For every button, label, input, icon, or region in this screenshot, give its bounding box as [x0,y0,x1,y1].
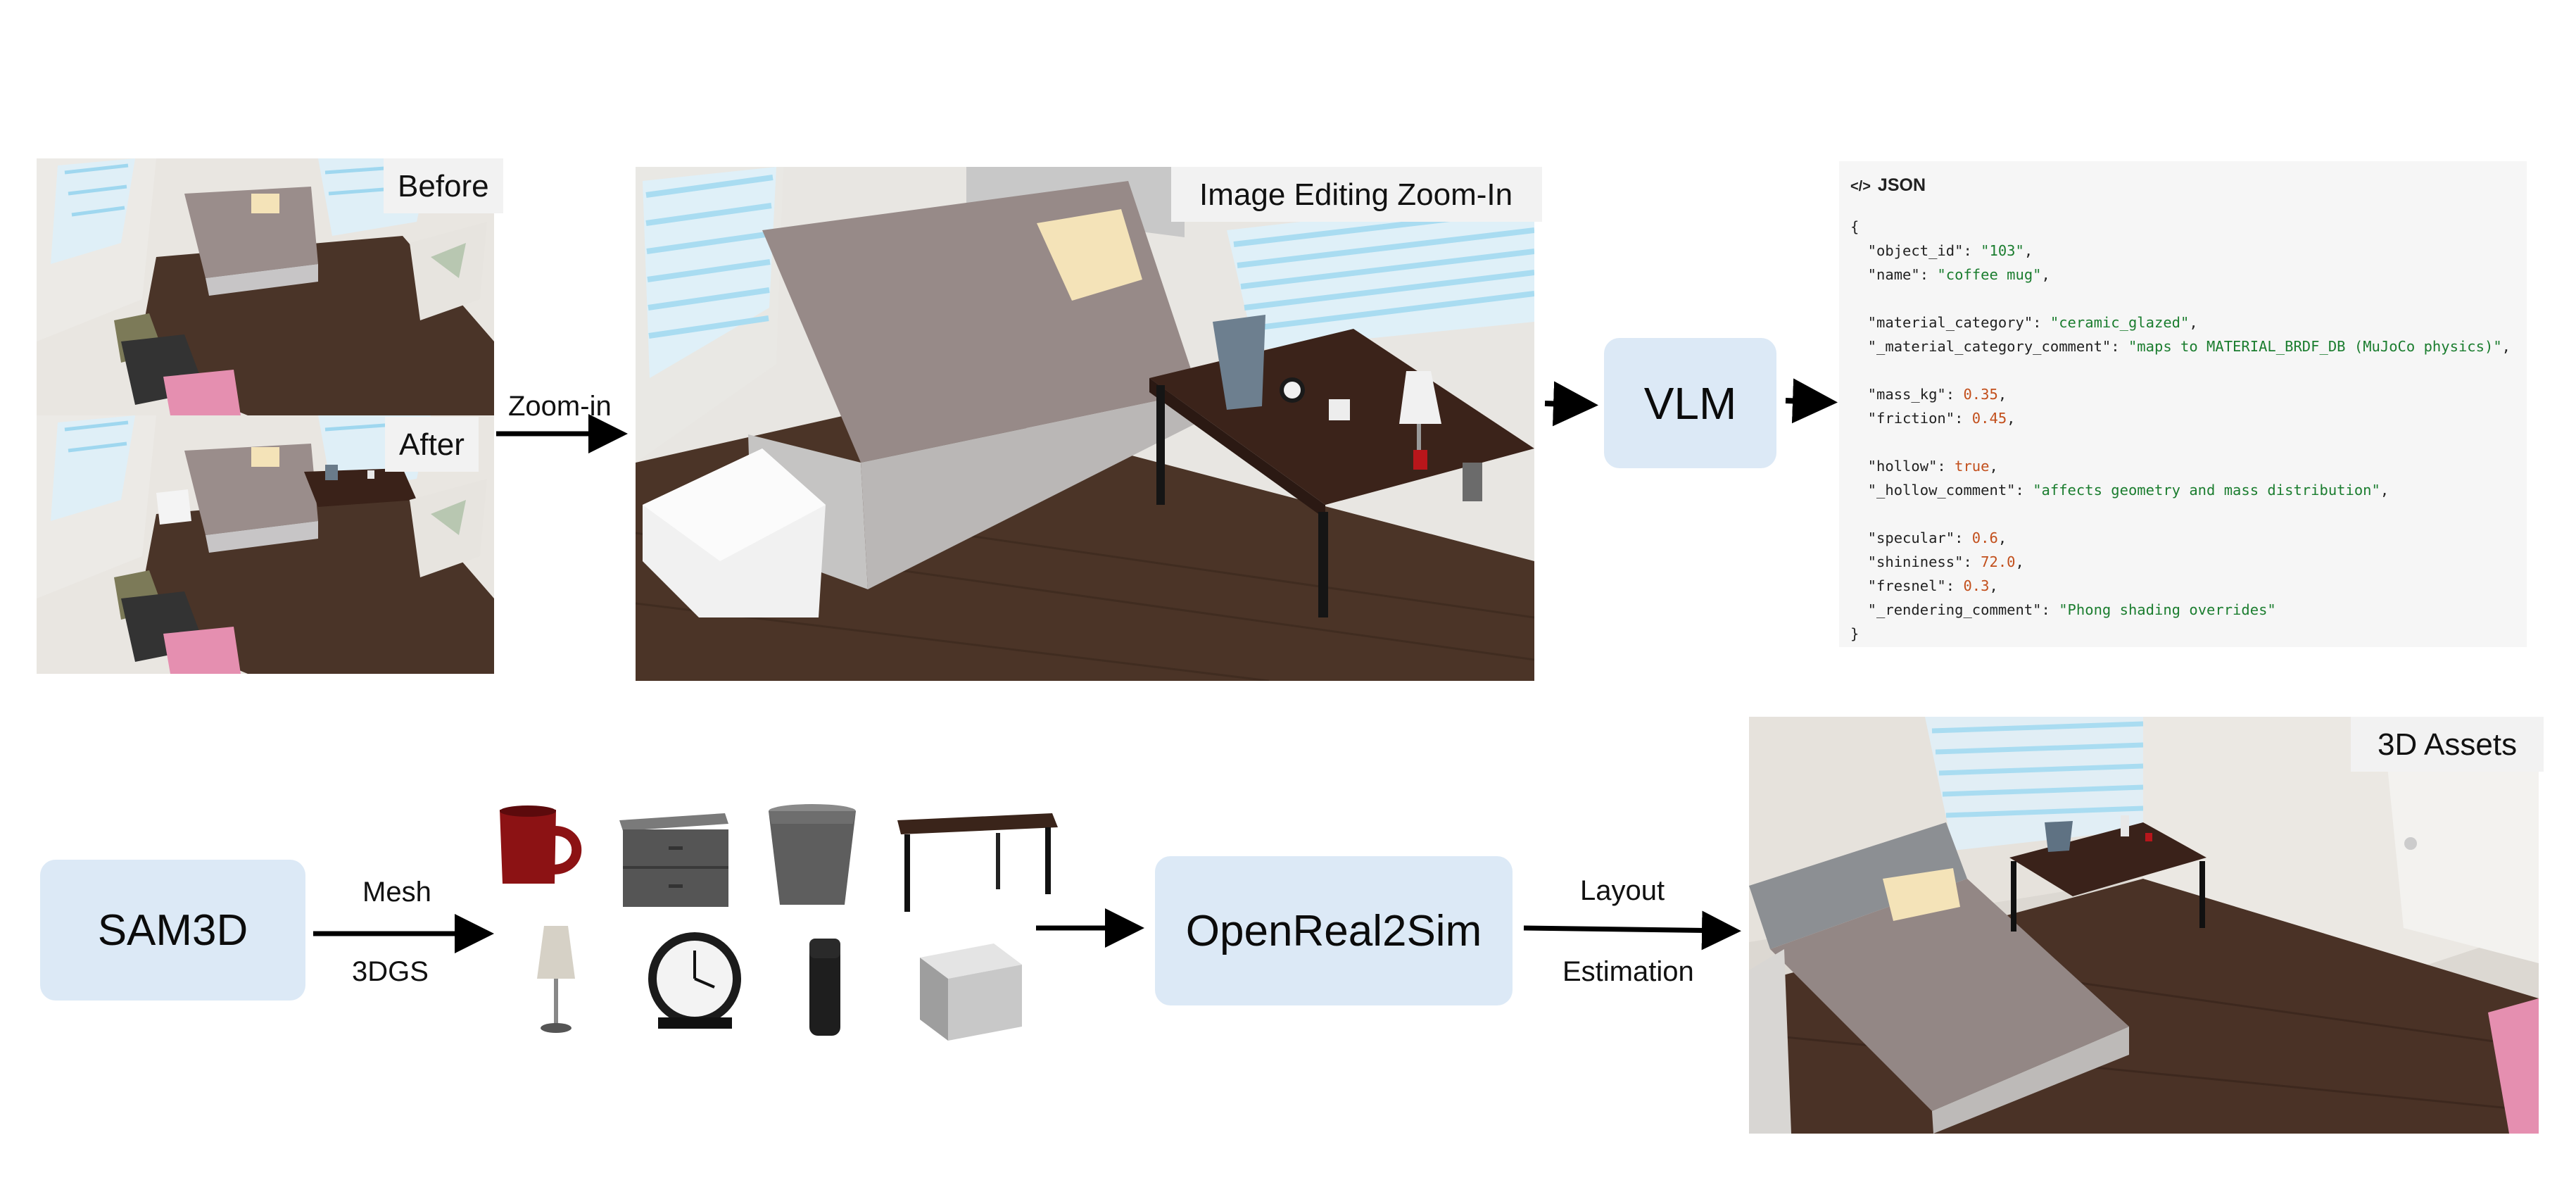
mesh-label: Mesh [362,877,431,908]
sam3d-box: SAM3D [40,860,305,1001]
json-key: "_rendering_comment": [1850,601,2059,618]
json-key: "mass_kg": [1850,386,1964,403]
json-close-brace: } [1850,625,1860,642]
arrow-to-vlm [1544,381,1598,427]
openreal2sim-label: OpenReal2Sim [1185,906,1482,955]
3d-assets-label: 3D Assets [2351,717,2544,772]
editing-label: Image Editing Zoom-In [1171,167,1543,222]
bottle-asset [804,935,846,1039]
json-value: 0.6 [1971,529,1998,546]
json-key: "object_id": [1850,242,1981,259]
openreal2sim-box: OpenReal2Sim [1155,856,1513,1005]
clock-asset [644,929,746,1031]
nightstand-asset [619,810,732,908]
json-value: "maps to MATERIAL_BRDF_DB (MuJoCo physic… [2128,338,2502,355]
json-value: "affects geometry and mass distribution" [2033,482,2380,498]
table-asset [890,806,1059,915]
json-value: 0.45 [1971,410,2007,427]
vlm-label: VLM [1643,377,1737,429]
arrow-layout [1523,910,1741,951]
layout-label: Layout [1580,875,1665,906]
json-value: true [1955,458,1990,475]
3d-assets-scene [1749,717,2539,1134]
json-panel: </>JSON { "object_id": "103", "name": "c… [1839,161,2527,647]
sam3d-label: SAM3D [97,905,248,955]
trash-bin-asset [766,803,859,908]
json-key: "_material_category_comment": [1850,338,2128,355]
arrow-to-json [1785,378,1838,424]
json-key: "fresnel": [1850,577,1964,594]
json-value: "ceramic_glazed" [2050,314,2190,331]
json-value: "Phong shading overrides" [2059,601,2276,618]
after-label: After [385,417,479,472]
after-photo [37,415,494,674]
vlm-box: VLM [1604,338,1776,468]
lamp-asset [531,922,581,1035]
json-key: "hollow": [1850,458,1955,475]
json-open-brace: { [1850,218,1860,235]
json-value: 72.0 [1981,553,2016,570]
json-key: "name": [1850,266,1938,283]
json-key: "specular": [1850,529,1972,546]
json-key: "_hollow_comment": [1850,482,2033,498]
json-value: "103" [1981,242,2024,259]
json-code: { "object_id": "103", "name": "coffee mu… [1850,218,2511,642]
3dgs-label: 3DGS [352,956,429,987]
json-value: 0.3 [1963,577,1990,594]
json-header: </>JSON [1850,175,1926,195]
json-key: "friction": [1850,410,1972,427]
estimation-label: Estimation [1562,956,1694,987]
mug-asset [493,803,588,891]
json-key: "shininess": [1850,553,1981,570]
code-icon: </> [1850,179,1871,194]
edited-zoomin-photo [636,167,1534,681]
json-value: 0.35 [1963,386,1998,403]
json-key: "material_category": [1850,314,2050,331]
before-label: Before [384,158,503,213]
box-asset [916,936,1025,1042]
json-value: "coffee mug" [1937,266,2042,283]
